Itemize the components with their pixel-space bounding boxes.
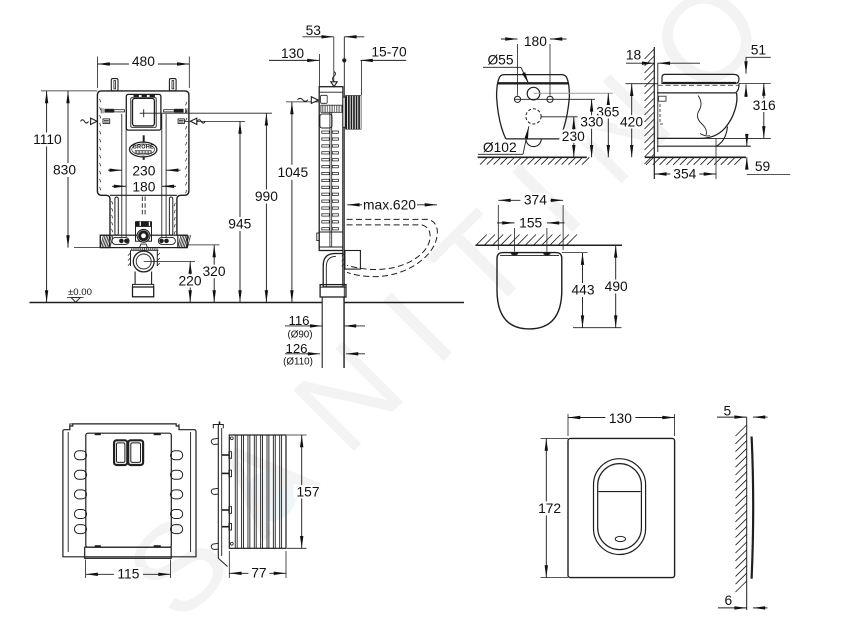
svg-text:945: 945 [228, 217, 251, 232]
svg-text:230: 230 [562, 129, 585, 144]
svg-text:18: 18 [626, 48, 642, 63]
svg-text:15-70: 15-70 [371, 45, 407, 60]
svg-text:374: 374 [524, 193, 547, 208]
svg-text:max.620: max.620 [363, 197, 416, 212]
svg-text:480: 480 [132, 54, 155, 69]
svg-text:990: 990 [255, 189, 278, 204]
svg-text:220: 220 [178, 274, 201, 289]
svg-text:157: 157 [296, 484, 319, 499]
svg-text:320: 320 [202, 264, 225, 279]
svg-text:Ø102: Ø102 [483, 140, 517, 155]
svg-text:6: 6 [724, 593, 732, 608]
svg-text:420: 420 [620, 114, 643, 129]
svg-text:230: 230 [132, 164, 155, 179]
svg-text:GROHE: GROHE [132, 144, 154, 150]
svg-text:53: 53 [306, 23, 322, 38]
svg-text:443: 443 [571, 283, 594, 298]
svg-text:180: 180 [132, 179, 155, 194]
svg-text:±0.00: ±0.00 [68, 287, 92, 298]
svg-text:330: 330 [580, 115, 603, 130]
svg-text:490: 490 [605, 279, 628, 294]
svg-text:Ø55: Ø55 [487, 53, 513, 68]
svg-text:5: 5 [724, 404, 732, 419]
svg-text:155: 155 [519, 216, 542, 231]
svg-text:1045: 1045 [277, 165, 308, 180]
svg-text:130: 130 [281, 46, 304, 61]
svg-text:51: 51 [751, 43, 766, 58]
svg-text:(Ø110): (Ø110) [283, 357, 313, 368]
svg-text:59: 59 [755, 159, 771, 174]
svg-text:1110: 1110 [33, 132, 62, 147]
svg-text:172: 172 [538, 501, 561, 516]
svg-text:354: 354 [673, 166, 696, 181]
svg-text:830: 830 [53, 163, 76, 178]
svg-text:130: 130 [609, 411, 632, 426]
svg-text:316: 316 [753, 98, 776, 113]
svg-text:115: 115 [117, 566, 139, 581]
svg-text:180: 180 [524, 34, 547, 49]
svg-text:(Ø90): (Ø90) [287, 329, 312, 340]
svg-text:116: 116 [288, 313, 309, 328]
svg-text:77: 77 [251, 566, 266, 581]
svg-text:126: 126 [285, 341, 307, 356]
